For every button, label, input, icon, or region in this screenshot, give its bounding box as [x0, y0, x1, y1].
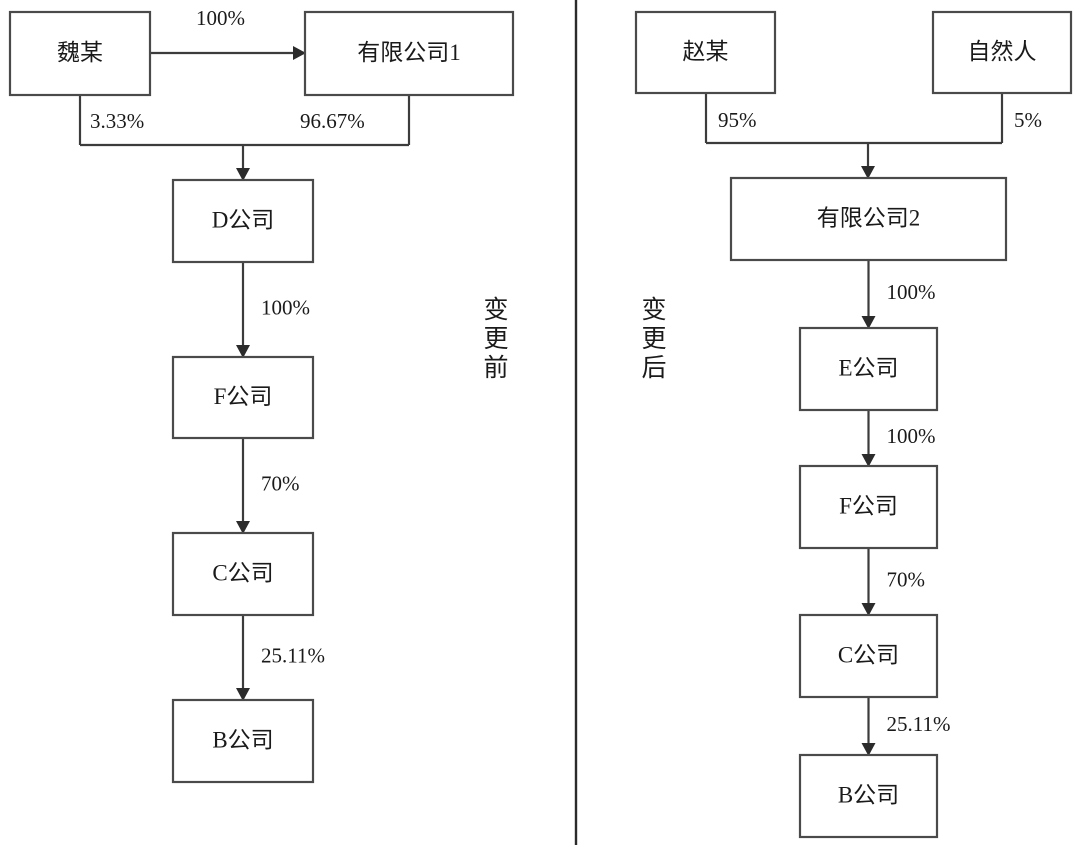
node-label-f: F公司: [214, 384, 273, 409]
node-d[interactable]: D公司: [171, 178, 315, 264]
node-box-ltd2: [729, 176, 1008, 262]
arrowhead-down-icon: [861, 743, 876, 756]
arrowhead-down-icon: [236, 521, 250, 534]
edge-label-c-b: 25.11%: [261, 643, 325, 667]
node-ltd2[interactable]: 有限公司2: [729, 176, 1008, 262]
node-label-zhao: 赵某: [683, 39, 729, 64]
node-label-f2: F公司: [839, 493, 898, 518]
node-label-b2: B公司: [838, 782, 899, 807]
node-label-c: C公司: [212, 560, 273, 585]
edge-label-person-ltd2: 5%: [1014, 108, 1042, 132]
edge-label-f-c: 70%: [261, 471, 300, 495]
node-box-b2: [798, 753, 939, 839]
node-e[interactable]: E公司: [798, 326, 939, 412]
edge-label-d-f: 100%: [261, 295, 310, 319]
node-f2[interactable]: F公司: [798, 464, 939, 550]
node-box-f2: [798, 464, 939, 550]
node-f[interactable]: F公司: [171, 355, 315, 440]
node-box-b: [171, 698, 315, 784]
edge-label-f2-c2: 70%: [887, 567, 926, 591]
edges-layer: 100% 70% 25.11% 100% 3.33% 96.67% 100% 100% 70% 2…: [78, 6, 1042, 756]
edge-label-zhao-ltd2: 95%: [718, 108, 757, 132]
node-label-c2: C公司: [838, 642, 899, 667]
node-label-wei: 魏某: [57, 40, 103, 65]
node-person[interactable]: 自然人: [931, 10, 1073, 95]
node-zhao[interactable]: 赵某: [634, 10, 777, 95]
node-ltd1[interactable]: 有限公司1: [303, 10, 515, 97]
node-box-f: [171, 355, 315, 440]
node-box-person: [931, 10, 1073, 95]
edge-label-wei-ltd1: 100%: [196, 6, 245, 30]
arrowhead-down-icon: [861, 166, 875, 179]
edge-label-ltd1-d: 96.67%: [300, 109, 365, 133]
arrowhead-down-icon: [236, 688, 250, 701]
arrowhead-down-icon: [236, 345, 250, 358]
node-box-zhao: [634, 10, 777, 95]
node-c2[interactable]: C公司: [798, 613, 939, 699]
node-label-d: D公司: [212, 207, 275, 232]
node-label-person: 自然人: [968, 39, 1037, 64]
arrowhead-down-icon: [861, 603, 876, 616]
node-c[interactable]: C公司: [171, 531, 315, 617]
edge-label-wei-d: 3.33%: [90, 109, 144, 133]
node-box-c2: [798, 613, 939, 699]
node-label-b: B公司: [212, 727, 273, 752]
arrowhead-down-icon: [861, 454, 876, 467]
node-label-ltd1: 有限公司1: [357, 40, 461, 65]
arrowhead-right-icon: [293, 46, 306, 60]
node-b2[interactable]: B公司: [798, 753, 939, 839]
edge-label-e-f2: 100%: [887, 424, 936, 448]
arrowhead-down-icon: [236, 168, 250, 181]
edge-label-c2-b2: 25.11%: [887, 712, 951, 736]
arrowhead-down-icon: [861, 316, 876, 329]
caption-before-change: 变更前: [480, 296, 507, 383]
node-box-d: [171, 178, 315, 264]
edge-label-ltd2-e: 100%: [887, 280, 936, 304]
node-b[interactable]: B公司: [171, 698, 315, 784]
node-label-ltd2: 有限公司2: [817, 205, 921, 230]
node-label-e: E公司: [838, 355, 898, 380]
node-box-c: [171, 531, 315, 617]
node-box-wei: [8, 10, 152, 97]
node-wei[interactable]: 魏某: [8, 10, 152, 97]
caption-after-change: 变更后: [638, 296, 665, 383]
node-box-ltd1: [303, 10, 515, 97]
node-box-e: [798, 326, 939, 412]
